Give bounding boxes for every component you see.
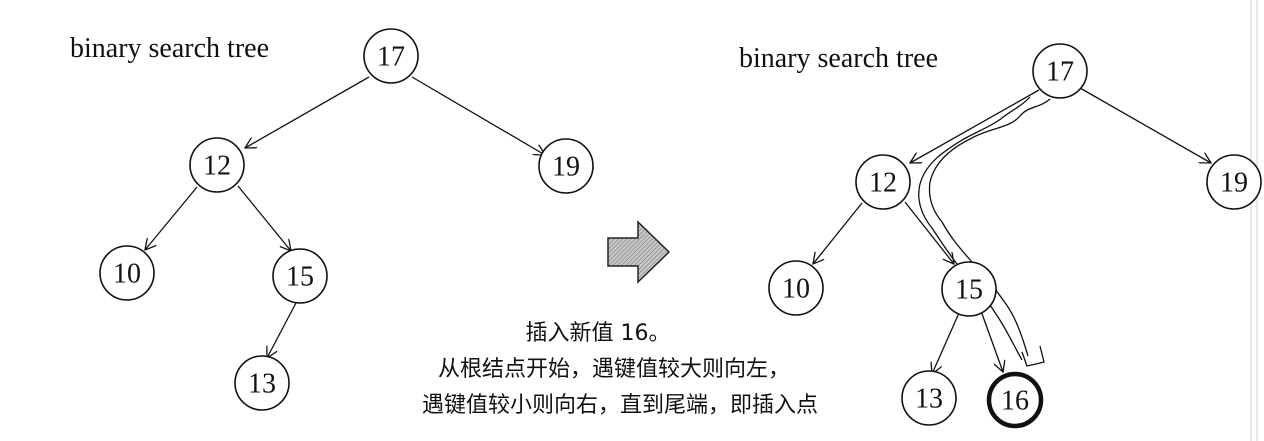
caption-line-3: 遇键值较小则向右，直到尾端，即插入点 [422,393,818,418]
tree-node: 15 [941,261,997,317]
edge-15-16 [980,310,1003,372]
tree-node: 12 [189,137,245,193]
svg-text:15: 15 [955,275,983,306]
left-tree-title: binary search tree [70,33,269,64]
svg-text:12: 12 [203,151,231,182]
tree-node: 13 [901,370,957,426]
right-arrow-icon [607,220,671,284]
svg-text:10: 10 [782,274,810,305]
svg-text:17: 17 [1046,57,1074,88]
svg-text:17: 17 [377,42,405,73]
caption-line-2: 从根结点开始，遇键值较大则向左， [438,357,790,382]
right-tree-title: binary search tree [739,43,938,74]
svg-text:19: 19 [1220,168,1248,199]
tree-node: 17 [1032,43,1088,99]
svg-text:16: 16 [1001,386,1029,417]
edge-12-15 [237,185,291,251]
svg-text:15: 15 [286,262,314,293]
svg-text:13: 13 [915,384,943,415]
edge-17-19 [1079,87,1211,163]
tree-node: 17 [363,28,419,84]
left-tree: binary search tree 17 12 19 10 15 [70,28,594,411]
inserted-tree-node: 16 [986,371,1044,429]
edge-12-10 [145,186,198,250]
svg-text:13: 13 [248,369,276,400]
svg-text:19: 19 [552,152,580,183]
caption-line-1: 插入新值 16。 [526,321,671,346]
right-tree: binary search tree 17 12 19 10 [739,43,1262,429]
edge-15-13 [267,300,298,358]
edge-12-10 [813,202,863,264]
svg-text:12: 12 [869,168,897,199]
edge-17-12 [245,76,370,148]
tree-node: 10 [768,260,824,316]
tree-node: 15 [272,248,328,304]
tree-node: 12 [855,154,911,210]
search-path-annotation [918,96,1051,367]
edge-17-12 [910,89,1040,163]
edge-17-19 [411,76,545,155]
tree-node: 19 [1206,154,1262,210]
tree-node: 19 [538,138,594,194]
svg-text:10: 10 [113,259,141,290]
caption: 插入新值 16。 从根结点开始，遇键值较大则向左， 遇键值较小则向右，直到尾端，… [422,321,818,418]
tree-node: 10 [99,245,155,301]
edge-12-15 [904,201,954,264]
edge-15-13 [932,312,960,374]
tree-node: 13 [234,355,290,411]
